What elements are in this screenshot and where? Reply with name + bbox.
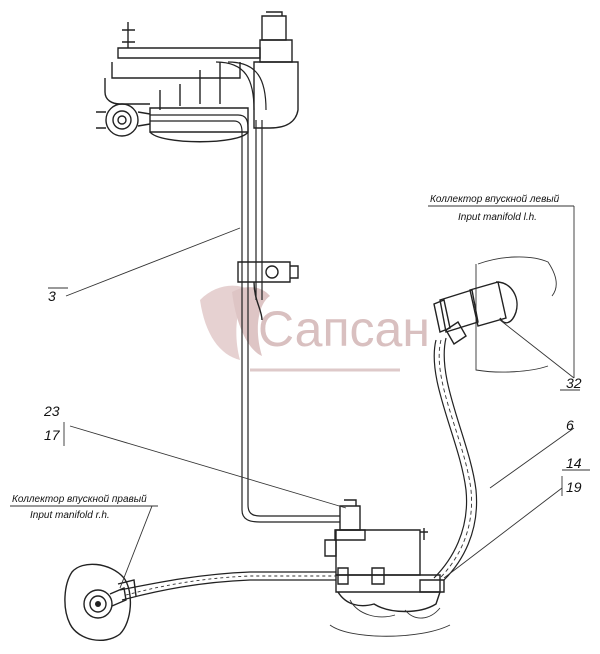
left-manifold-fitting (64, 563, 137, 641)
caption-left-manifold-ru: Коллектор впускной левый (430, 194, 560, 205)
leader-lines (10, 205, 590, 589)
bottom-hose (119, 567, 385, 601)
watermark-text: Сапсан (258, 301, 430, 357)
top-bracket-assembly (96, 11, 299, 143)
callout-23: 23 (43, 403, 60, 419)
callout-14: 14 (566, 455, 582, 471)
caption-right-manifold-ru: Коллектор впускной правый (12, 494, 147, 505)
right-manifold-fitting (433, 256, 557, 373)
vertical-pipe (150, 114, 340, 523)
callout-3: 3 (48, 288, 56, 304)
caption-right-manifold-en: Input manifold r.h. (30, 510, 110, 521)
callout-17: 17 (44, 427, 61, 443)
right-hose (433, 337, 478, 581)
callout-6: 6 (566, 417, 574, 433)
callout-19: 19 (566, 479, 582, 495)
callout-32: 32 (566, 375, 582, 391)
caption-left-manifold-en: Input manifold l.h. (458, 212, 537, 223)
lower-valve-block (324, 499, 451, 637)
